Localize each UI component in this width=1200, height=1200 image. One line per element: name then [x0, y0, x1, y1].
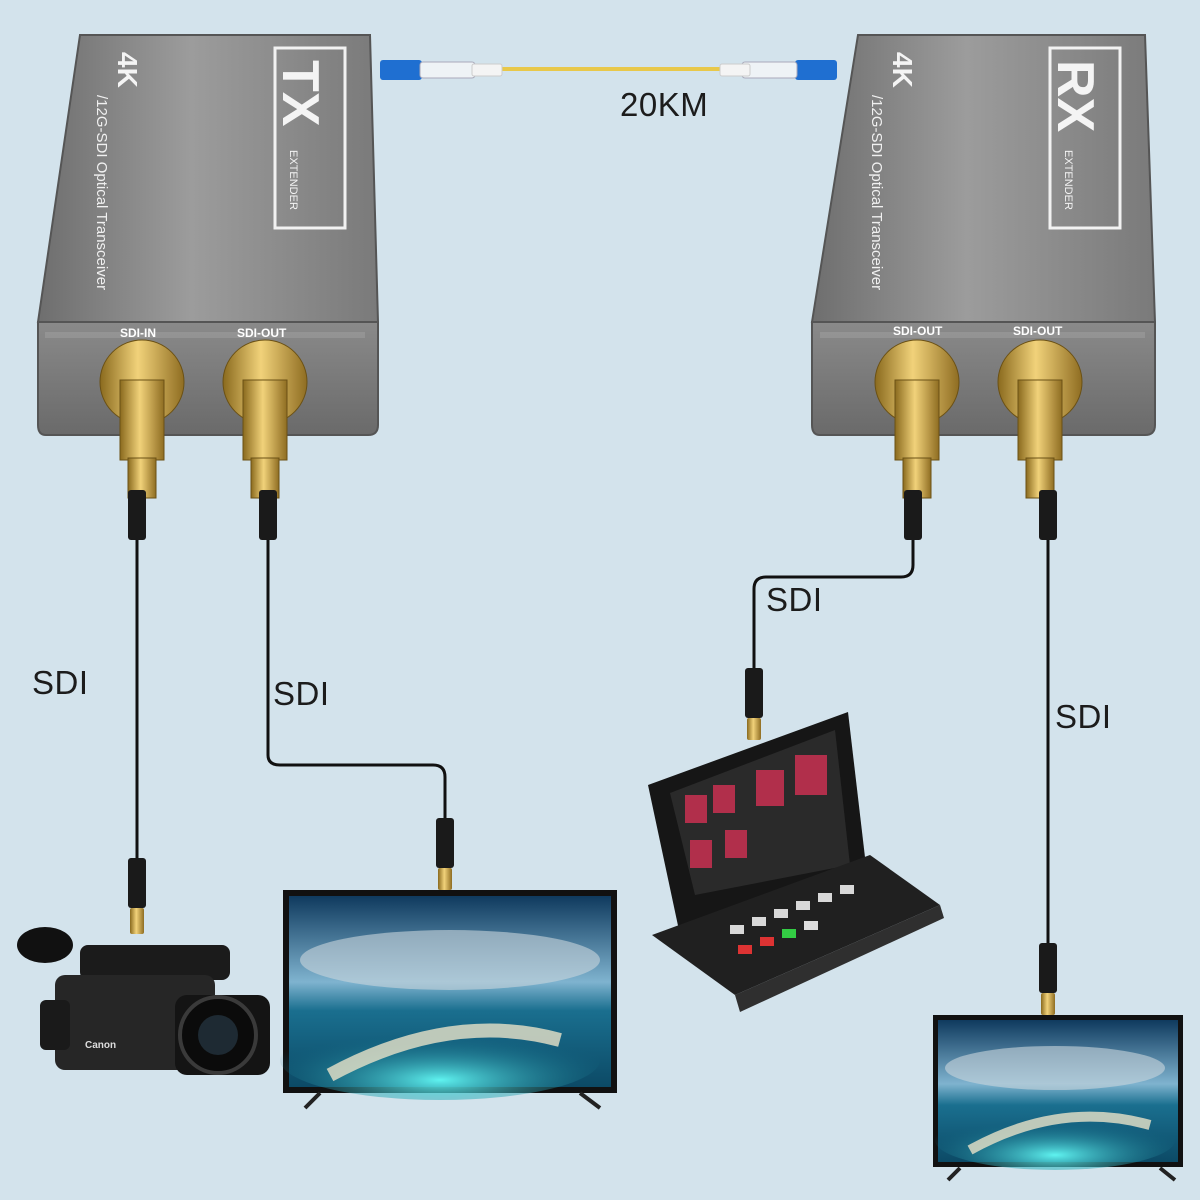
sdi-label-camera: SDI	[32, 664, 89, 701]
camcorder: Canon	[17, 927, 270, 1075]
tx-port-label-1: SDI-IN	[120, 326, 156, 340]
fiber-length-label: 20KM	[620, 86, 709, 123]
tx-port-label-2: SDI-OUT	[237, 326, 287, 340]
lc-connector-left	[380, 60, 503, 80]
sdi-plugs	[128, 490, 1057, 993]
tx-badge-sub: EXTENDER	[287, 150, 299, 210]
lc-connector-right	[719, 60, 837, 80]
bnc-connector	[874, 339, 960, 499]
tx-resolution: 4K	[112, 52, 143, 88]
rx-unit: RX EXTENDER 4K /12G-SDI Optical Transcei…	[810, 34, 1157, 499]
bnc-connector	[997, 339, 1083, 499]
sdi-cable-tx-monitor	[266, 540, 447, 820]
rx-port-label-1: SDI-OUT	[893, 324, 943, 338]
tx-badge-text: TX	[271, 60, 329, 127]
sdi-label-rx-monitor: SDI	[1055, 698, 1112, 735]
sdi-cables	[135, 540, 1050, 945]
rx-port-label-2: SDI-OUT	[1013, 324, 1063, 338]
camera-brand: Canon	[85, 1040, 116, 1051]
sdi-plug-tips	[130, 718, 1055, 1015]
rx-monitor	[933, 1015, 1183, 1182]
sdi-label-switcher: SDI	[766, 581, 823, 618]
rx-resolution: 4K	[887, 52, 918, 88]
rx-badge-text: RX	[1046, 60, 1104, 133]
sdi-label-tx-monitor: SDI	[273, 675, 330, 712]
fiber-link	[380, 60, 837, 80]
tx-badge	[273, 46, 347, 230]
sdi-cable-switcher	[752, 540, 915, 670]
tx-model-text: /12G-SDI Optical Transceiver	[93, 95, 110, 290]
tx-monitor	[280, 890, 617, 1110]
rx-badge	[1048, 46, 1122, 230]
rx-model-text: /12G-SDI Optical Transceiver	[868, 95, 885, 290]
rx-badge-sub: EXTENDER	[1062, 150, 1074, 210]
tx-unit: TX EXTENDER 4K /12G-SDI Optical Transcei…	[36, 34, 380, 499]
video-switcher	[648, 712, 944, 1012]
